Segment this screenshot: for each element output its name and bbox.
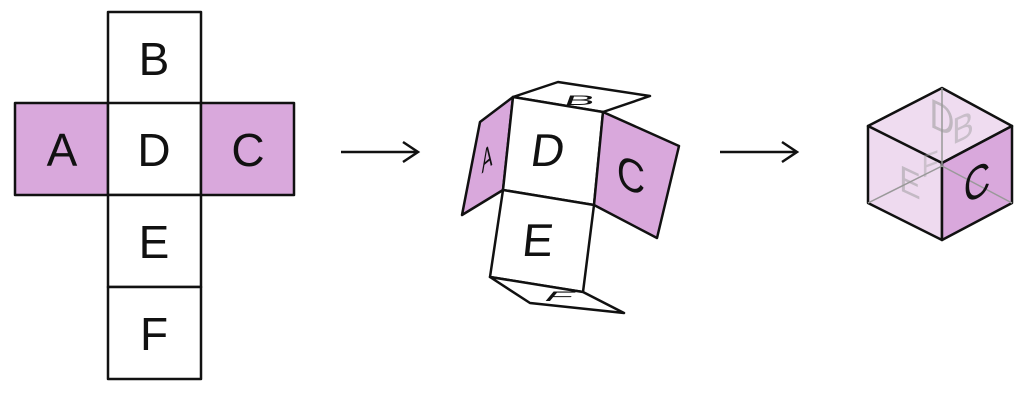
arrow-right-icon [341, 140, 421, 164]
fold-label-a: A [482, 135, 493, 181]
fold-label-e: E [520, 214, 556, 266]
fold-label-c: C [617, 145, 645, 207]
net-label-f: F [140, 308, 168, 360]
cube-ghost-label-b: B [952, 101, 973, 153]
partially-folded-net: B A D C E F [460, 80, 681, 315]
fold-label-b: B [562, 93, 598, 108]
flat-net: B A D C E F [13, 10, 296, 381]
arrow-right-icon [720, 140, 800, 164]
fold-label-f: F [539, 289, 580, 304]
cube-ghost-label-e: E [899, 156, 920, 208]
cube-ghost-label-f: F [922, 143, 939, 186]
net-face-f [106, 285, 203, 381]
assembled-cube: D B E F C [866, 86, 1014, 242]
net-face-c [199, 101, 296, 197]
net-label-a: A [47, 124, 78, 176]
net-label-b: B [139, 33, 170, 85]
net-label-d: D [137, 124, 170, 176]
cube-hidden-edge [867, 165, 943, 204]
fold-face-f [488, 275, 626, 315]
net-face-b [106, 10, 203, 106]
fold-label-d: D [528, 124, 568, 176]
cube-hidden-edge [941, 165, 1013, 204]
net-face-a [13, 101, 110, 197]
net-label-c: C [231, 124, 264, 176]
fold-face-c [592, 110, 681, 240]
net-label-e: E [139, 216, 170, 268]
